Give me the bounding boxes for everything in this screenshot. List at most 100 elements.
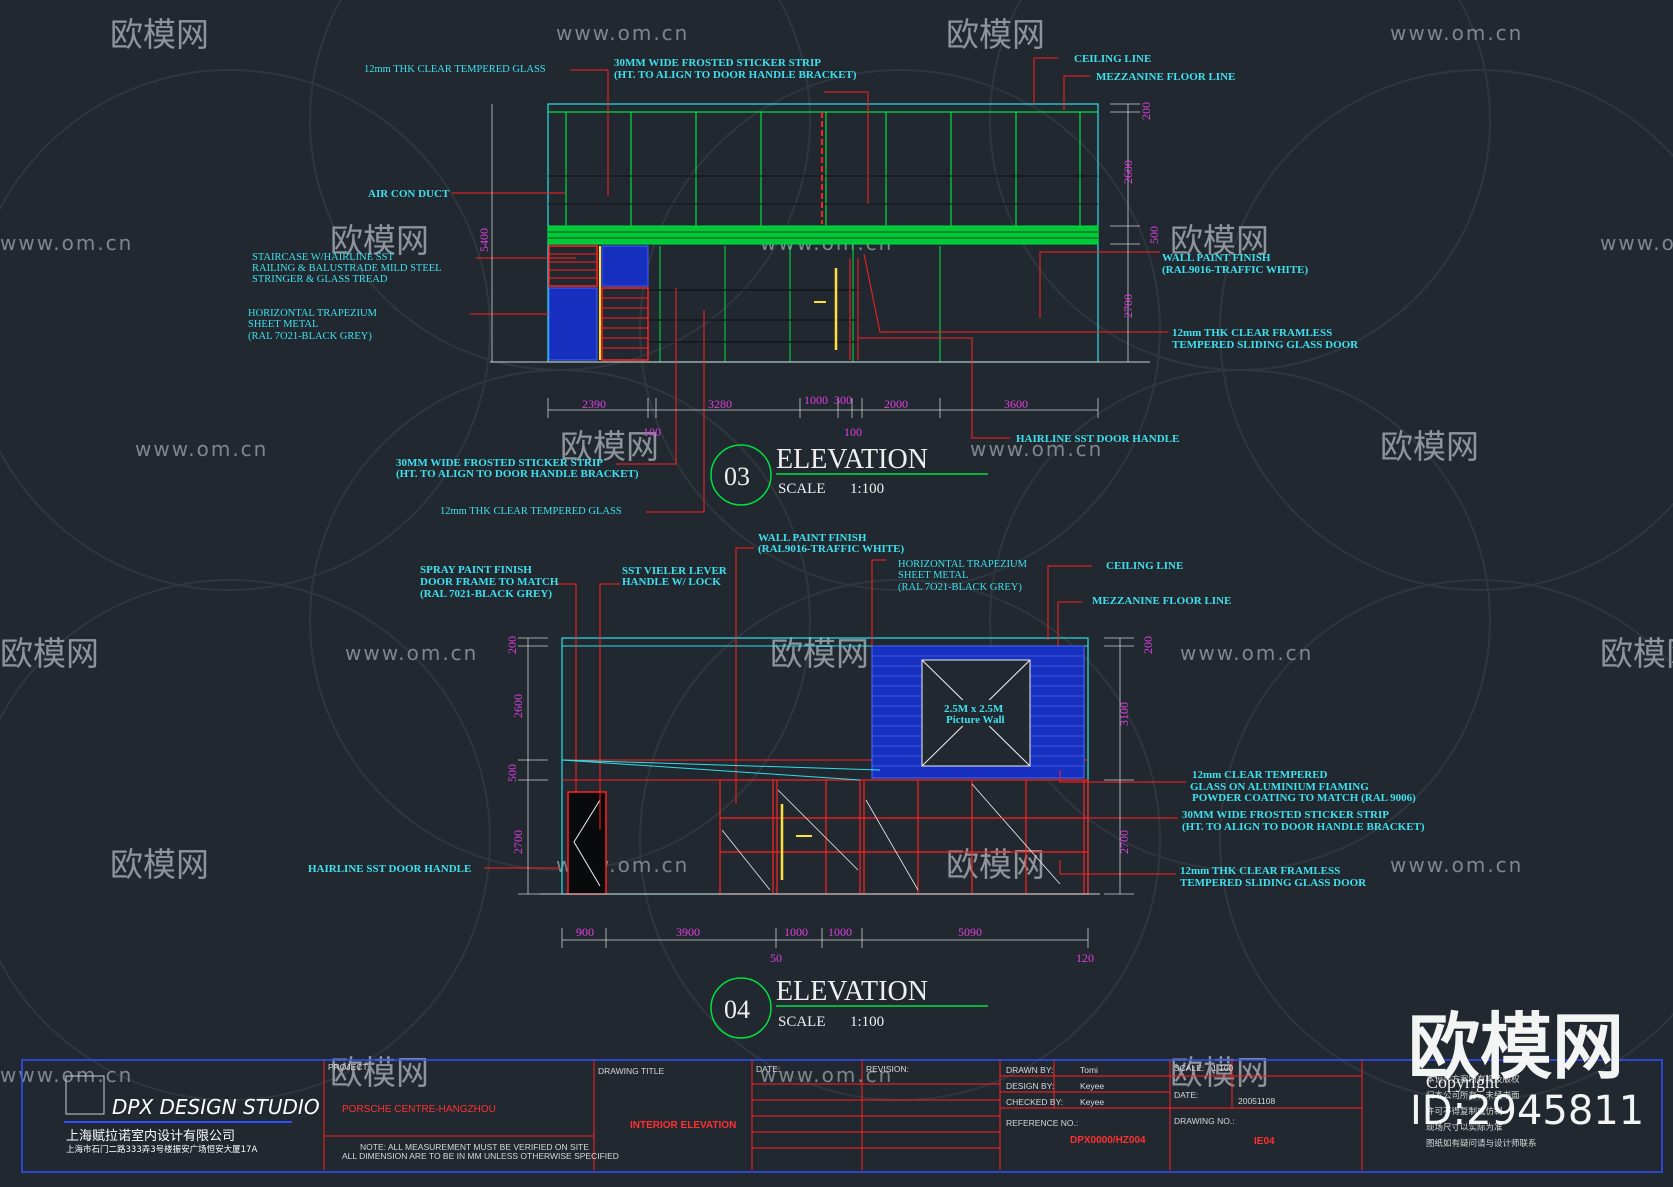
- wm-brand: 欧模网: [0, 634, 99, 673]
- wm-site: www.om.cn: [970, 437, 1103, 461]
- id-watermark: ID:2945811: [1410, 1088, 1644, 1134]
- dim-h: 1000: [804, 393, 828, 407]
- dim-h: 3900: [676, 925, 700, 939]
- note-sticker-1: 30MM WIDE FROSTED STICKER STRIP: [614, 57, 821, 69]
- copyright-watermark: Copyright: [1426, 1072, 1499, 1092]
- title-block: DPX DESIGN STUDIO 上海赋拉诺室内设计有限公司 上海市石门二路3…: [21, 1059, 1663, 1173]
- note-spray-3: (RAL 7021-BLACK GREY): [420, 588, 552, 600]
- note-1: NOTE: ALL MEASUREMENT MUST BE VERIFIED O…: [360, 1142, 589, 1152]
- studio-name: DPX DESIGN STUDIO: [112, 1095, 320, 1119]
- drawn-by-label: DRAWN BY:: [1006, 1065, 1053, 1075]
- scale-value: 1:100: [850, 1014, 884, 1030]
- dim-h: 100: [844, 425, 862, 439]
- note-trap-3: (RAL 7O21-BLACK GREY): [898, 582, 1022, 593]
- dim-v-total: 5400: [477, 228, 491, 252]
- dim-v: 500: [505, 764, 519, 782]
- note-trap-2: SHEET METAL: [898, 570, 968, 581]
- dim-h: 50: [770, 951, 782, 965]
- note-ceiling: CEILING LINE: [1074, 53, 1151, 65]
- note-mezzanine: MEZZANINE FLOOR LINE: [1092, 595, 1231, 607]
- design-by-label: DESIGN BY:: [1006, 1081, 1054, 1091]
- dim-h: 900: [576, 925, 594, 939]
- elevation-bubble: [710, 977, 772, 1039]
- note-wall-2: (RAL9016-TRAFFIC WHITE): [758, 543, 905, 555]
- elevation-title: ELEVATION: [776, 444, 928, 475]
- scale-value: 1:100: [1212, 1063, 1234, 1073]
- dim-v: 500: [1147, 226, 1161, 244]
- picture-wall-label: Picture Wall: [946, 714, 1005, 726]
- elevation-bubble: [710, 444, 772, 506]
- note-alu-3: POWDER COATING TO MATCH (RAL 9006): [1192, 792, 1416, 804]
- cn-note: 许可不得复制或仿制: [1426, 1106, 1503, 1116]
- note-ceiling: CEILING LINE: [1106, 560, 1183, 572]
- note-alu-1: 12mm CLEAR TEMPERED: [1192, 769, 1328, 781]
- wm-brand: 欧模网: [330, 221, 429, 260]
- note-stair-2: RAILING & BALUSTRADE MILD STEEL: [252, 263, 442, 274]
- wm-brand: 欧模网: [110, 15, 209, 54]
- wm-site: www.om.cn: [1600, 231, 1673, 255]
- elevation-title: ELEVATION: [776, 976, 928, 1007]
- dim-v: 2700: [1117, 830, 1131, 854]
- date2-label: DATE:: [1174, 1090, 1198, 1100]
- project-name: PORSCHE CENTRE-HANGZHOU: [342, 1104, 496, 1115]
- scale-label: SCALE: [778, 481, 826, 497]
- brand-watermark: 欧模网: [1408, 1005, 1624, 1089]
- checked-by: Keyee: [1080, 1097, 1104, 1107]
- note-wall-1: WALL PAINT FINISH: [1162, 252, 1271, 264]
- dim-v: 200: [1141, 636, 1155, 654]
- elevation-number: 03: [724, 462, 750, 491]
- note-spray-2: DOOR FRAME TO MATCH: [420, 576, 559, 588]
- wm-brand: 欧模网: [1600, 634, 1673, 673]
- note-alu-2: GLASS ON ALUMINIUM FIAMING: [1190, 781, 1369, 793]
- note-spray-1: SPRAY PAINT FINISH: [420, 564, 532, 576]
- dim-v: 2700: [511, 830, 525, 854]
- drawing-title: INTERIOR ELEVATION: [630, 1120, 736, 1131]
- note-lever-2: HANDLE W/ LOCK: [622, 576, 721, 588]
- company-address: 上海市石门二路333弄3号楼振安广场恒安大厦17A: [66, 1144, 257, 1155]
- note-sticker-b1: 30MM WIDE FROSTED STICKER STRIP: [396, 457, 603, 469]
- date-label: DATE:: [756, 1064, 780, 1074]
- note-trap-1: HORIZONTAL TRAPEZIUM: [248, 308, 378, 319]
- drawing-no-label: DRAWING NO.:: [1174, 1116, 1235, 1126]
- elevation-number: 04: [724, 995, 750, 1024]
- picture-wall-size: 2.5M x 2.5M: [944, 703, 1004, 715]
- note-sticker-b2: (HT. TO ALIGN TO DOOR HANDLE BRACKET): [396, 468, 639, 480]
- scale-value: 1:100: [850, 481, 884, 497]
- wm-brand: 欧模网: [330, 1053, 429, 1092]
- cn-note: 归本公司所有，未经书面: [1426, 1090, 1520, 1100]
- dim-h: 1000: [784, 925, 808, 939]
- scale-label: SCALE: [778, 1014, 826, 1030]
- note-door-1: 12mm THK CLEAR FRAMLESS: [1180, 865, 1340, 877]
- company-name: 上海赋拉诺室内设计有限公司: [66, 1128, 235, 1144]
- note-handle: HAIRLINE SST DOOR HANDLE: [308, 863, 471, 875]
- elevation-04: 2.5M x 2.5M Picture Wall: [308, 532, 1425, 1039]
- wm-brand: 欧模网: [946, 15, 1045, 54]
- dim-h: 300: [834, 393, 852, 407]
- note-door-2: TEMPERED SLIDING GLASS DOOR: [1172, 339, 1359, 351]
- drawn-by: Tomi: [1080, 1065, 1098, 1075]
- wm-site: www.om.cn: [0, 231, 133, 255]
- note-door-2: TEMPERED SLIDING GLASS DOOR: [1180, 877, 1367, 889]
- note-trap-3: (RAL 7O21-BLACK GREY): [248, 331, 372, 342]
- dim-h: 3280: [708, 397, 732, 411]
- dim-h: 2390: [582, 397, 606, 411]
- drawing-title-label: DRAWING TITLE: [598, 1066, 664, 1076]
- dim-h: 1000: [828, 925, 852, 939]
- note-handle: HAIRLINE SST DOOR HANDLE: [1016, 433, 1179, 445]
- dim-v: 200: [1139, 102, 1153, 120]
- note-air-duct: AIR CON DUCT: [368, 188, 450, 200]
- dim-v: 2600: [511, 694, 525, 718]
- cn-note: 图纸如有疑问请与设计师联系: [1426, 1138, 1537, 1148]
- wm-brand: 欧模网: [946, 845, 1045, 884]
- wm-site: www.om.cn: [1390, 853, 1523, 877]
- dim-h: 120: [1076, 951, 1094, 965]
- wm-brand: 欧模网: [1170, 221, 1269, 260]
- date2-value: 20051108: [1238, 1096, 1275, 1106]
- dim-h: 100: [643, 425, 661, 439]
- wm-brand: 欧模网: [1380, 427, 1479, 466]
- reference-label: REFERENCE NO.:: [1006, 1118, 1078, 1128]
- wm-site: www.om.cn: [135, 437, 268, 461]
- wm-site: www.om.cn: [0, 1063, 133, 1087]
- note-sticker-1: 30MM WIDE FROSTED STICKER STRIP: [1182, 809, 1389, 821]
